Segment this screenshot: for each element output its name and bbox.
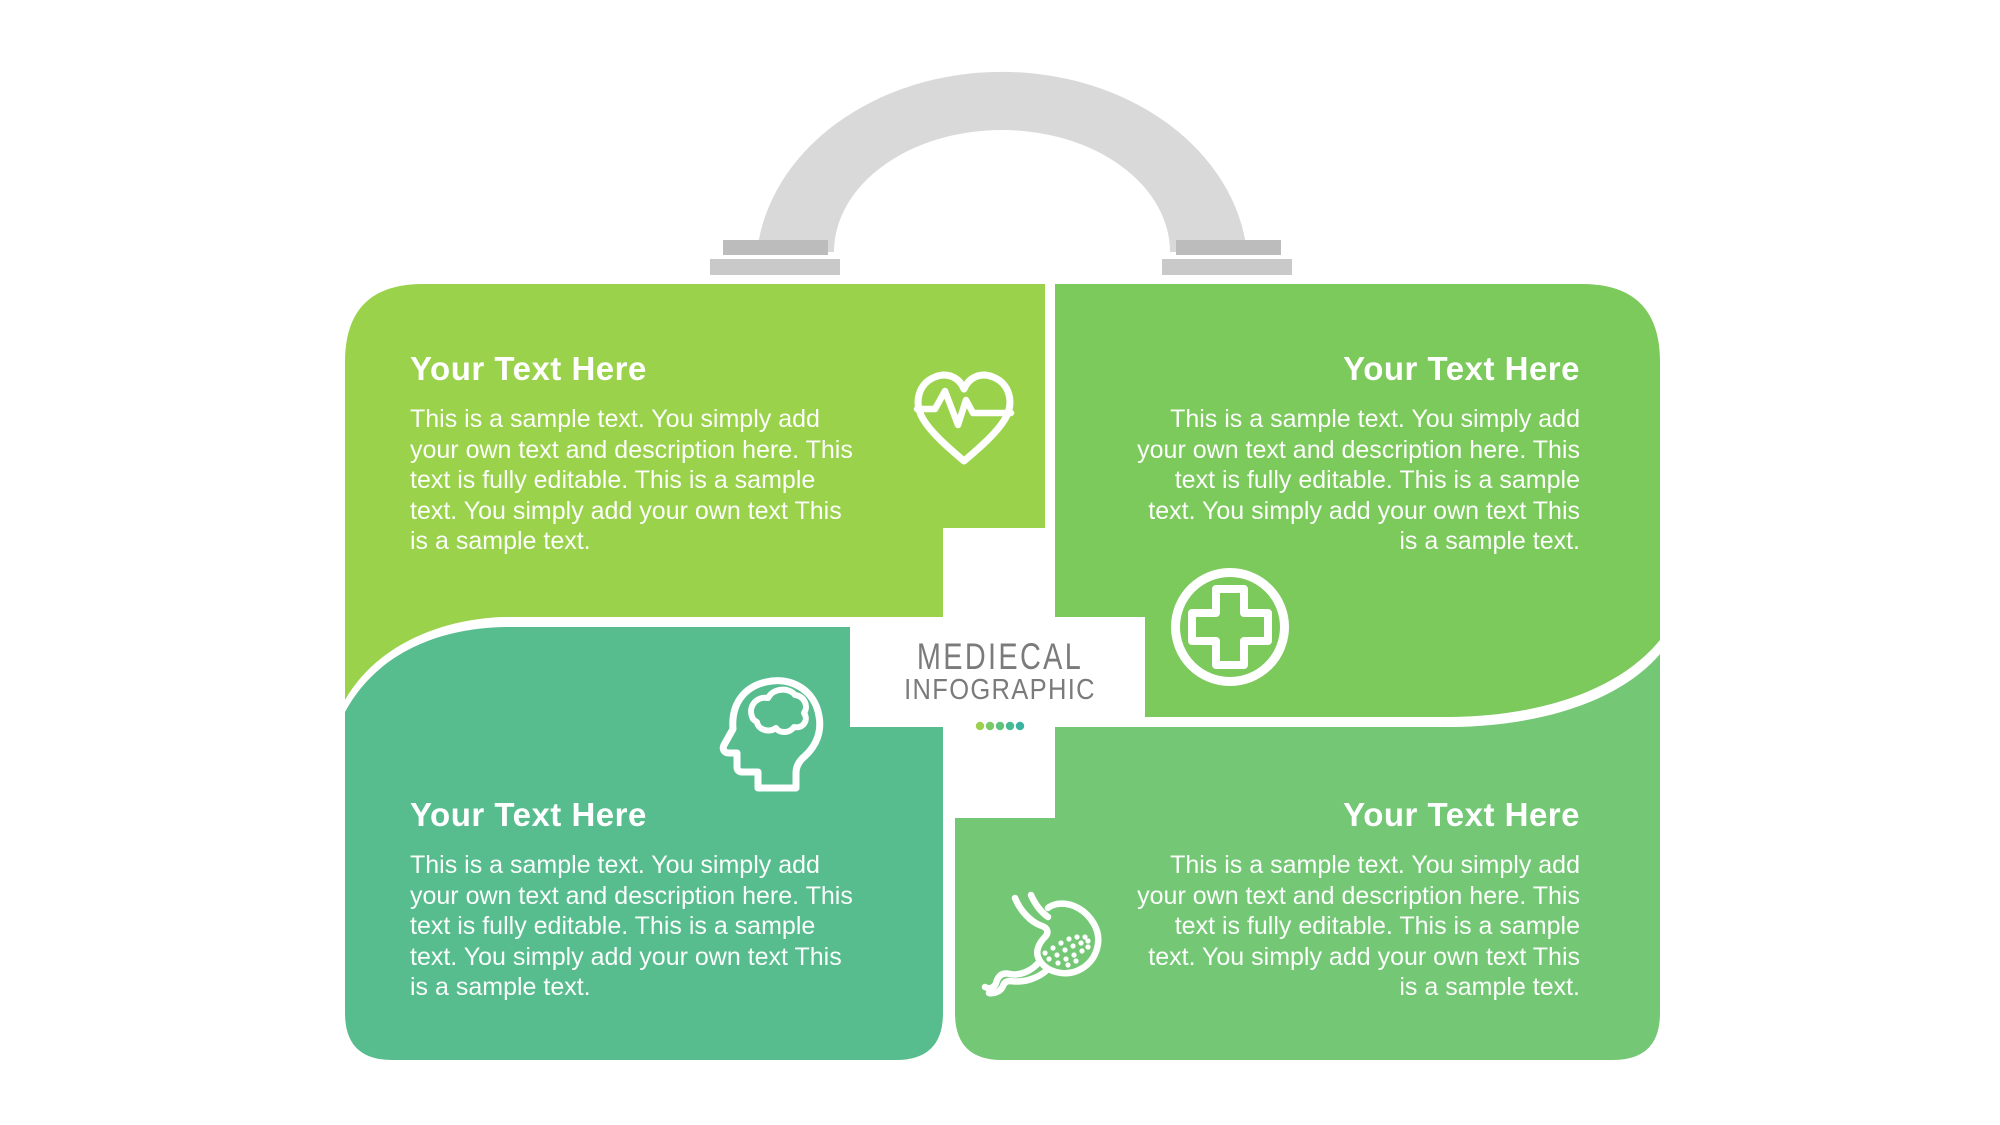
quadrant-top-right-text: Your Text Here This is a sample text. Yo… xyxy=(1137,350,1580,557)
quadrant-bottom-right-text: Your Text Here This is a sample text. Yo… xyxy=(1137,796,1580,1003)
handle-base-right-bottom xyxy=(1162,259,1292,275)
dot-5 xyxy=(1015,721,1025,731)
center-subtitle: INFOGRAPHIC xyxy=(904,674,1096,706)
handle-base-left-bottom xyxy=(710,259,840,275)
stomach-dots xyxy=(1042,934,1091,968)
center-title: MEDIECAL xyxy=(916,636,1084,677)
dot-3 xyxy=(995,721,1005,731)
quadrant-heading: Your Text Here xyxy=(410,350,647,387)
heart-pulse-icon xyxy=(913,371,1015,465)
quadrant-body: This is a sample text. You simply add yo… xyxy=(1137,851,1580,1001)
quadrant-bottom-right xyxy=(955,654,1660,1060)
quadrant-heading: Your Text Here xyxy=(1343,350,1580,387)
quadrant-body: This is a sample text. You simply add yo… xyxy=(1137,405,1580,555)
dot-2 xyxy=(985,721,995,731)
handle-base-right-top xyxy=(1176,240,1281,255)
dot-4 xyxy=(1005,721,1015,731)
handle-arch xyxy=(757,71,1247,252)
quadrant-body: This is a sample text. You simply add yo… xyxy=(410,851,853,1001)
quadrant-top-left-text: Your Text Here This is a sample text. Yo… xyxy=(410,350,853,557)
center-dots xyxy=(975,721,1025,731)
quadrant-top-left xyxy=(345,284,1045,700)
quadrant-body: This is a sample text. You simply add yo… xyxy=(410,405,853,555)
medical-cross-icon xyxy=(1171,568,1289,686)
quadrant-bottom-left-text: Your Text Here This is a sample text. Yo… xyxy=(410,796,853,1003)
handle-base-left-top xyxy=(723,240,828,255)
quadrant-bottom-left xyxy=(345,627,943,1060)
stomach-icon xyxy=(981,891,1102,997)
quadrant-heading: Your Text Here xyxy=(410,796,647,833)
quadrant-heading: Your Text Here xyxy=(1343,796,1580,833)
head-brain-icon xyxy=(719,677,824,792)
dot-1 xyxy=(975,721,985,731)
quadrant-top-right xyxy=(1055,284,1660,717)
